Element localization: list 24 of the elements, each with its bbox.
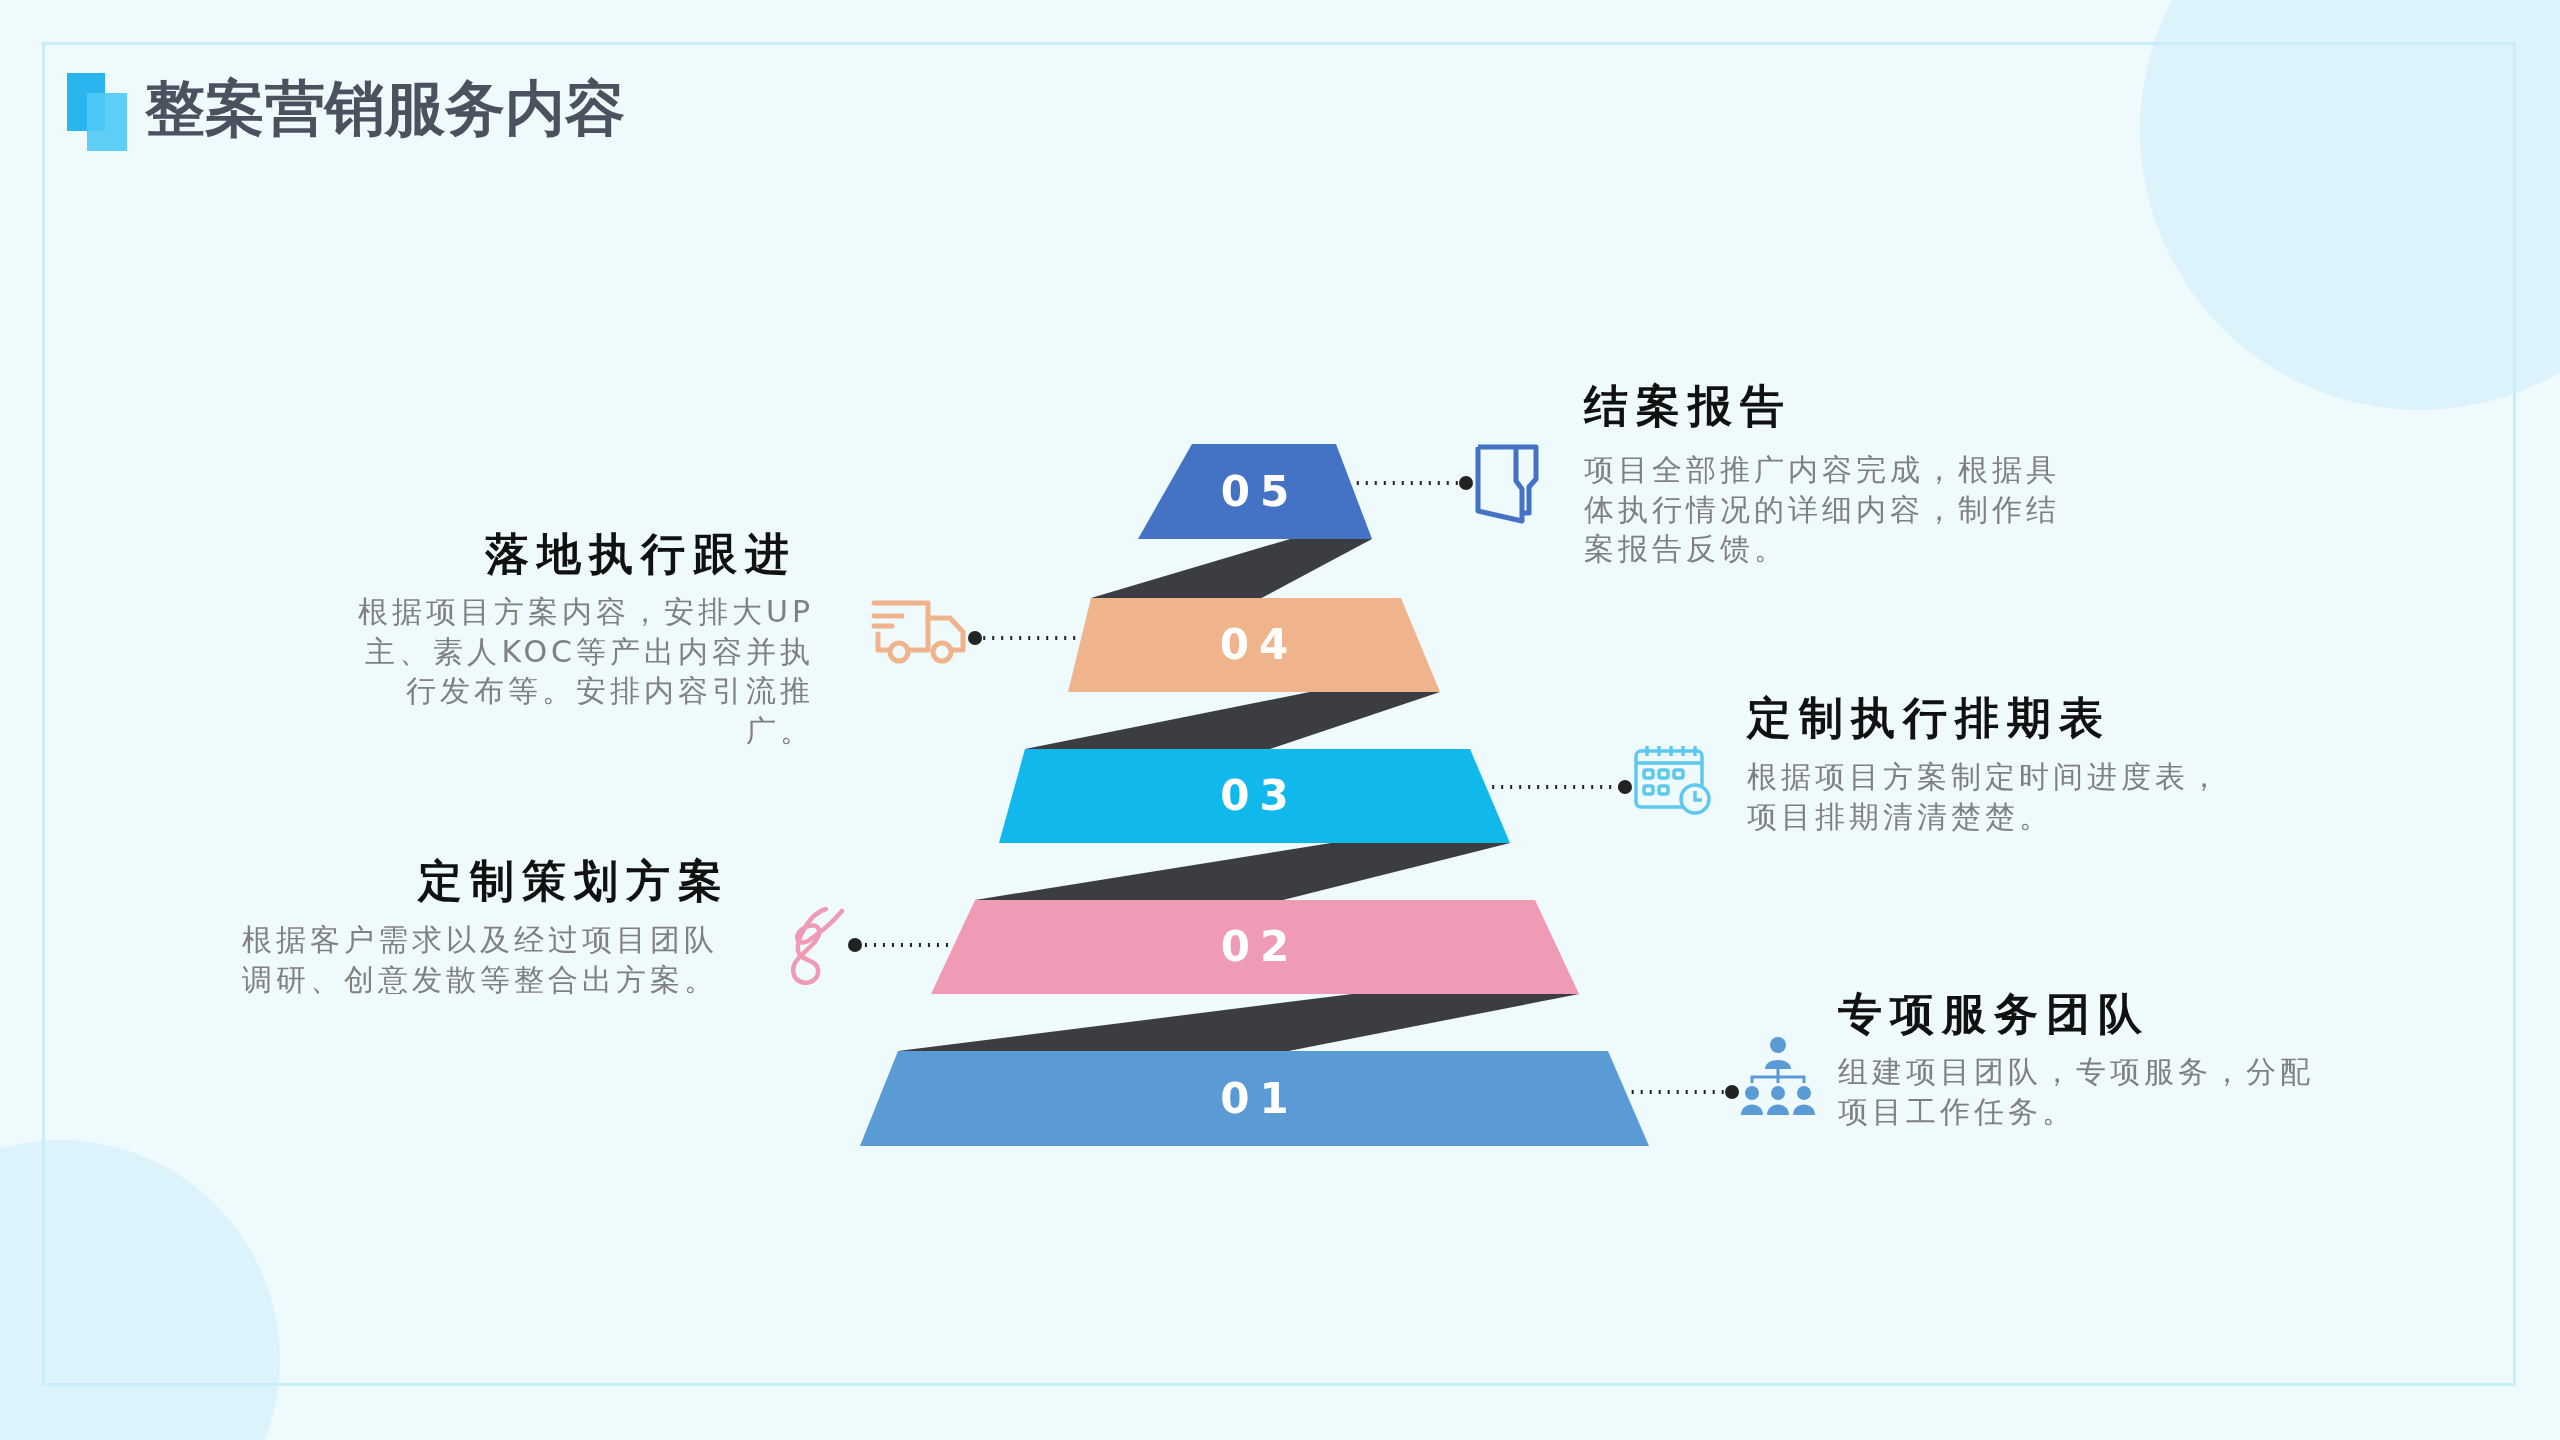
section-description: 组建项目团队，专项服务，分配项目工作任务。 <box>1838 1053 2315 1131</box>
dotted-connector <box>1631 1085 1739 1099</box>
section-description: 项目全部推广内容完成，根据具体执行情况的详细内容，制作结案报告反馈。 <box>1584 451 2061 569</box>
truck-icon <box>870 598 967 666</box>
section-heading: 定制执行排期表 <box>1747 692 2111 745</box>
tier-number: 04 <box>1218 624 1299 666</box>
section-heading: 专项服务团队 <box>1838 988 2150 1041</box>
section-heading: 结案报告 <box>1584 380 1792 433</box>
tier-number: 03 <box>1219 775 1299 817</box>
slide-title: 整案营销服务内容 <box>145 72 625 144</box>
tier-number: 02 <box>1219 926 1300 968</box>
dotted-connector <box>968 631 1076 645</box>
section-heading: 落地执行跟进 <box>485 528 797 581</box>
dotted-connector <box>1492 780 1632 794</box>
section-description: 根据客户需求以及经过项目团队调研、创意发散等整合出方案。 <box>242 921 719 999</box>
team-hierarchy-icon <box>1740 1035 1817 1117</box>
section-heading: 定制策划方案 <box>418 855 730 908</box>
tier-number: 01 <box>1219 1077 1299 1120</box>
dotted-connector <box>1356 476 1473 490</box>
calendar-clock-icon <box>1633 743 1713 815</box>
dotted-connector <box>848 938 948 952</box>
section-description: 根据项目方案制定时间进度表，项目排期清清楚楚。 <box>1747 758 2224 836</box>
section-description: 根据项目方案内容，安排大UP主、素人KOC等产出内容并执行发布等。安排内容引流推广。 <box>356 593 814 750</box>
tier-number: 05 <box>1219 470 1300 513</box>
